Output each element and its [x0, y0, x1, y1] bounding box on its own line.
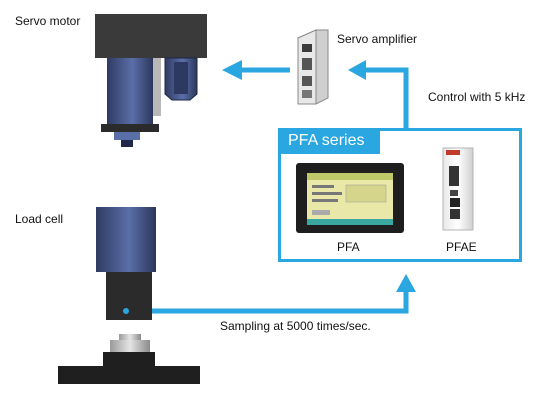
- sampling-label: Sampling at 5000 times/sec.: [220, 319, 371, 333]
- servo-amplifier: [297, 29, 329, 105]
- pfa-screen-header: [307, 173, 393, 180]
- pfa-device: [296, 163, 404, 233]
- servo-motor: [95, 14, 207, 147]
- pfa-screen-footer: [307, 219, 393, 225]
- arrowhead-pfa: [396, 274, 416, 292]
- pfa-label: PFA: [337, 240, 360, 254]
- motor-separator: [153, 58, 161, 116]
- fixture-head: [110, 340, 150, 352]
- arrows: [126, 67, 409, 314]
- load-cell-signal-point: [123, 308, 129, 314]
- load-cell-top: [96, 207, 156, 272]
- motor-flange: [101, 124, 159, 132]
- pfae-device: [442, 147, 474, 231]
- motor-shaft-collar: [114, 132, 140, 140]
- pfa-screen-table: [345, 184, 387, 203]
- pfae-port-2: [450, 198, 460, 207]
- load-cell-bottom: [106, 272, 152, 320]
- arrowhead-amplifier: [348, 60, 366, 80]
- pfae-label: PFAE: [446, 240, 477, 254]
- load-cell-label: Load cell: [15, 212, 64, 226]
- pfa-screen-text-2: [312, 192, 342, 195]
- pfae-port-3: [450, 209, 460, 219]
- motor-top-block: [95, 14, 207, 58]
- motor-shaft: [121, 140, 133, 147]
- amplifier-connector-2: [302, 76, 312, 86]
- load-cell: [96, 207, 156, 320]
- fixture-column: [103, 352, 155, 366]
- arrow-sampling-path: [126, 290, 409, 314]
- fixture-base: [58, 366, 200, 384]
- fixture: [58, 334, 200, 384]
- servo-amplifier-label: Servo amplifier: [337, 32, 418, 46]
- pfa-screen-text-3: [312, 199, 338, 202]
- amplifier-display: [302, 44, 312, 52]
- fixture-pin: [119, 334, 141, 340]
- amplifier-connector-3: [302, 90, 312, 98]
- pfae-brand-badge: [446, 150, 460, 155]
- pfa-series-title: PFA series: [278, 128, 380, 154]
- arrowhead-motor: [222, 60, 242, 80]
- motor-body: [107, 58, 153, 124]
- arrowheads: [222, 60, 416, 292]
- servo-motor-label: Servo motor: [15, 14, 81, 28]
- pfa-screen-text-1: [312, 185, 334, 188]
- pfae-connector-top: [449, 166, 459, 186]
- pfae-port-1: [450, 190, 458, 196]
- control-label: Control with 5 kHz: [428, 90, 526, 104]
- pfa-screen-button: [312, 210, 330, 215]
- amplifier-connector-1: [302, 58, 312, 70]
- arrow-control-path: [362, 67, 409, 128]
- gearbox-face: [174, 62, 188, 94]
